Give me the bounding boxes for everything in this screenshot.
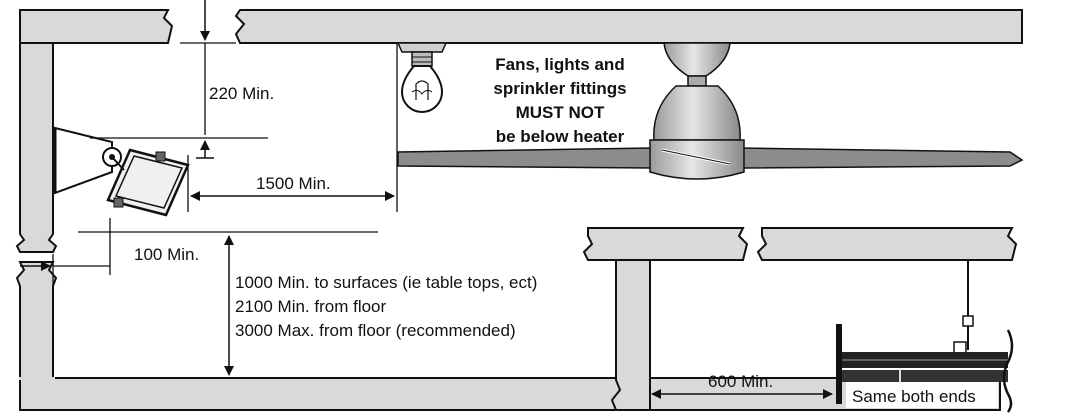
same-both-ends-label: Same both ends	[852, 387, 976, 406]
warning-line-3: MUST NOT	[516, 103, 605, 122]
dimension-220-label: 220 Min.	[209, 84, 274, 103]
surface-clearance-label: 1000 Min. to surfaces (ie table tops, ec…	[235, 273, 537, 292]
max-floor-height-label: 3000 Max. from floor (recommended)	[235, 321, 516, 340]
ceiling-left	[19, 9, 174, 44]
right-wall	[610, 259, 651, 411]
left-wall-lower	[15, 261, 58, 379]
ceiling-fan-icon	[397, 42, 1024, 180]
left-wall-upper	[15, 42, 58, 253]
warning-line-1: Fans, lights and	[495, 55, 624, 74]
min-floor-height-label: 2100 Min. from floor	[235, 297, 387, 316]
right-ceiling-right	[756, 227, 1018, 261]
dimension-1500: 1500 Min.	[190, 174, 395, 201]
dimension-100-label: 100 Min.	[134, 245, 199, 264]
right-ceiling-left	[582, 227, 749, 261]
warning-line-4: be below heater	[496, 127, 625, 146]
dimension-floor-height: 1000 Min. to surfaces (ie table tops, ec…	[224, 235, 537, 376]
dimension-600: 600 Min.	[651, 372, 833, 399]
dimension-220: 220 Min.	[196, 0, 274, 159]
floor	[19, 377, 1001, 411]
same-both-ends-callout: Same both ends	[846, 382, 998, 408]
dimension-100: 100 Min.	[20, 245, 199, 271]
dimension-1500-label: 1500 Min.	[256, 174, 331, 193]
warning-line-2: sprinkler fittings	[493, 79, 626, 98]
heater-unit	[106, 148, 190, 217]
suspended-heater	[836, 260, 1014, 413]
ceiling-right	[234, 9, 1023, 44]
dimension-600-label: 600 Min.	[708, 372, 773, 391]
light-bulb-icon	[396, 42, 448, 113]
warning-note: Fans, lights and sprinkler fittings MUST…	[493, 55, 626, 146]
